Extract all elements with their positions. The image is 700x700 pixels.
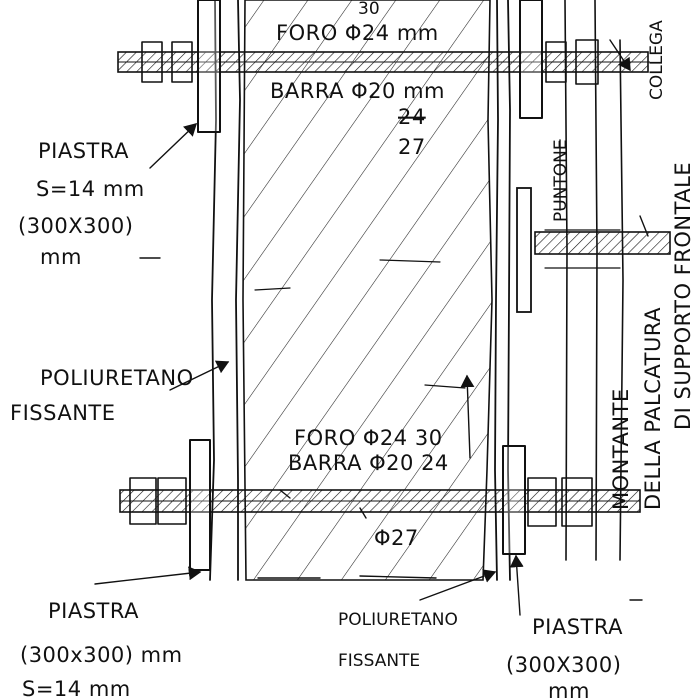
top-bar-alt2-dimension: 27 — [398, 135, 426, 159]
strut-bar — [516, 187, 671, 313]
bottom-center-foam-line2: FISSANTE — [338, 651, 420, 671]
wall-core — [242, 0, 493, 581]
bottom-right-plate — [502, 445, 526, 555]
top-hole-alt-dimension: 30 — [358, 0, 380, 19]
bottom-right-plate-size: (300X300) — [506, 653, 621, 677]
top-left-nut — [141, 41, 193, 83]
top-bar-alt-dimension: 24 — [398, 105, 426, 129]
bottom-right-nut — [527, 477, 593, 527]
bottom-right-plate-title: PIASTRA — [532, 615, 623, 639]
left-plate-title: PIASTRA — [38, 139, 129, 163]
bottom-left-plate — [189, 439, 211, 571]
strut-label: PUNTONE — [551, 139, 571, 222]
front-support-label: DI SUPPORTO FRONTALE — [671, 162, 695, 430]
top-threaded-bar — [117, 51, 650, 73]
post-label-line2: DELLA PALCATURA — [641, 307, 665, 510]
top-left-plate — [197, 0, 221, 133]
top-right-nut — [545, 39, 599, 85]
bottom-left-plate-thickness: S=14 mm — [22, 677, 131, 700]
top-right-plate — [519, 0, 543, 119]
bottom-right-plate-unit: mm — [548, 679, 590, 700]
connection-label: COLLEGA — [647, 20, 667, 100]
bottom-hole-label: FORO Φ24 30 — [294, 426, 443, 450]
post-label-line1: MONTANTE — [609, 388, 633, 510]
leader-lines — [94, 39, 649, 616]
bottom-center-foam-line1: POLIURETANO — [338, 610, 458, 630]
bottom-threaded-bar — [119, 489, 641, 513]
bottom-left-plate-title: PIASTRA — [48, 599, 139, 623]
left-foam-label-line1: POLIURETANO — [40, 366, 194, 390]
bottom-bar-label: BARRA Φ20 24 — [288, 451, 449, 475]
top-bar-label: BARRA Φ20 mm — [270, 79, 445, 103]
left-plate-thickness: S=14 mm — [36, 177, 145, 201]
bottom-left-nut — [129, 477, 187, 525]
left-foam-label-line2: FISSANTE — [10, 401, 116, 425]
top-hole-label: FORO Φ24 mm — [276, 21, 439, 45]
bottom-diameter-label: Φ27 — [374, 526, 419, 550]
left-plate-unit: mm — [40, 245, 82, 269]
left-plate-size: (300X300) — [18, 214, 133, 238]
bottom-left-plate-size: (300x300) mm — [20, 643, 183, 667]
